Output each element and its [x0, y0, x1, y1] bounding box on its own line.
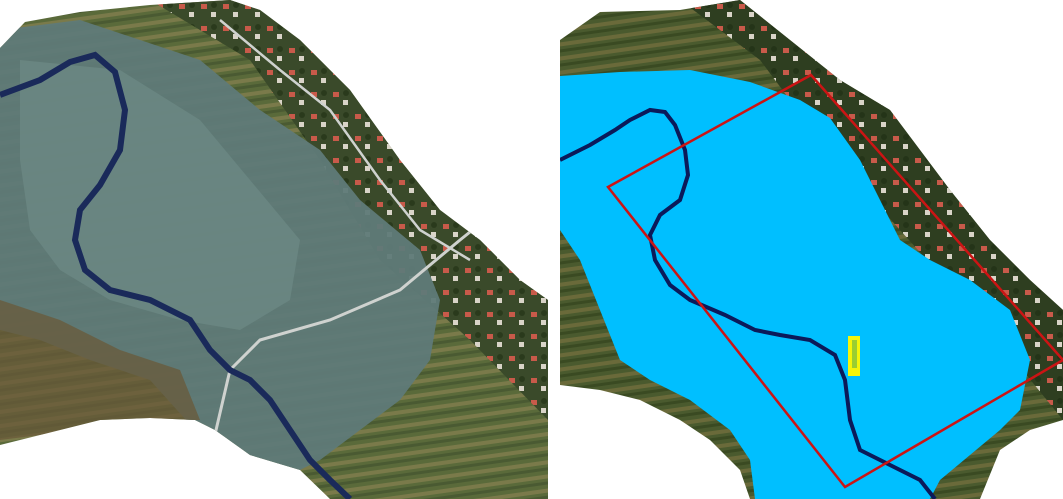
left-image-content — [0, 0, 548, 499]
village-road — [219, 19, 471, 262]
boundary-polygon — [606, 73, 1063, 489]
right-classification-map — [560, 0, 1063, 499]
flood-water-class — [560, 70, 1030, 499]
bottom-fields — [0, 300, 200, 440]
left-aerial-image — [0, 0, 548, 499]
river — [0, 51, 353, 499]
left-aerial-svg — [0, 0, 548, 499]
marker-green — [852, 340, 857, 368]
flood-water-light — [20, 60, 300, 330]
village-area — [150, 0, 548, 420]
river-class — [560, 107, 937, 499]
right-map-svg — [560, 0, 1063, 499]
